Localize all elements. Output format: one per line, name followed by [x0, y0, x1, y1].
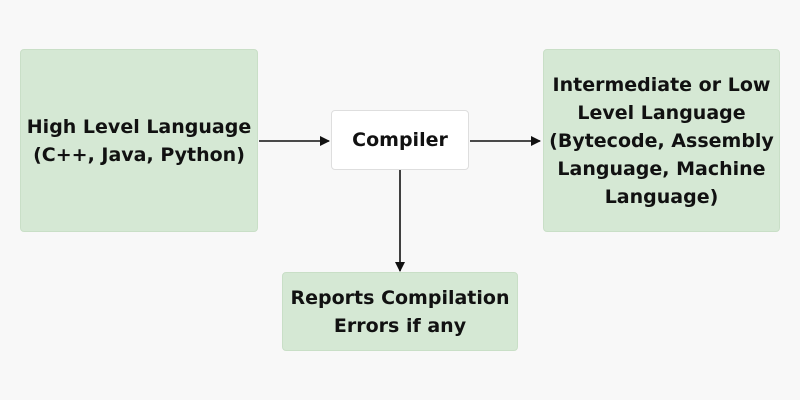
high-level-language-box: High Level Language (C++, Java, Python)	[20, 49, 258, 232]
intermediate-language-line-1: Intermediate or Low	[552, 73, 771, 96]
compilation-errors-box: Reports Compilation Errors if any	[282, 272, 518, 351]
high-level-language-line-2: (C++, Java, Python)	[33, 143, 245, 166]
compiler-label: Compiler	[352, 129, 448, 151]
intermediate-language-line-5: Language)	[604, 185, 719, 208]
intermediate-language-box: Intermediate or Low Level Language (Byte…	[543, 49, 780, 232]
high-level-language-line-1: High Level Language	[26, 115, 252, 138]
compilation-errors-line-1: Reports Compilation	[290, 286, 510, 309]
intermediate-language-line-3: (Bytecode, Assembly	[549, 129, 774, 152]
intermediate-language-line-2: Level Language	[577, 101, 746, 124]
compiler-box: Compiler	[331, 110, 469, 170]
compilation-errors-line-2: Errors if any	[333, 314, 467, 337]
intermediate-language-line-4: Language, Machine	[557, 157, 766, 180]
